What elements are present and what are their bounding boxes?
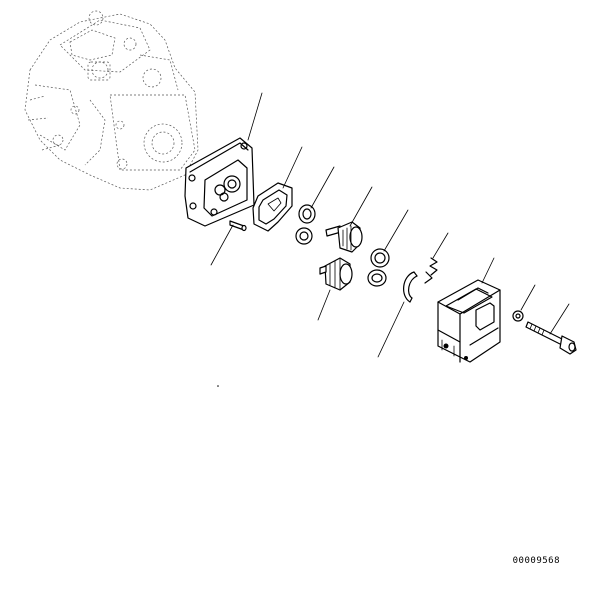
leader-seal-ring <box>432 232 449 259</box>
leader-bushing-upper <box>310 166 335 209</box>
gasket <box>252 182 293 232</box>
seal-ring <box>424 257 438 284</box>
leader-gear-case <box>481 257 495 284</box>
leader-front-cover <box>247 92 263 141</box>
pump-body <box>24 10 199 191</box>
drive-gear <box>325 221 363 253</box>
leader-dowel-pin <box>210 224 234 266</box>
leader-driven-gear <box>317 289 331 321</box>
dowel-pin <box>229 220 247 232</box>
leader-bolt <box>549 303 570 335</box>
leader-gasket <box>282 146 303 189</box>
backup-ring <box>403 271 418 303</box>
driven-gear <box>319 257 353 291</box>
washer <box>512 310 524 322</box>
bolt <box>525 321 577 355</box>
bushing-upper <box>295 204 316 245</box>
drawing-number: 00009568 <box>512 556 560 566</box>
leader-drive-gear <box>349 186 373 227</box>
leader-bushing-lower <box>383 209 409 252</box>
bushing-lower <box>367 248 390 287</box>
leader-backup-ring <box>377 301 405 358</box>
front-cover <box>184 137 255 227</box>
gear-case <box>437 279 501 363</box>
artifact-dot <box>217 385 219 387</box>
leader-washer <box>520 284 536 311</box>
